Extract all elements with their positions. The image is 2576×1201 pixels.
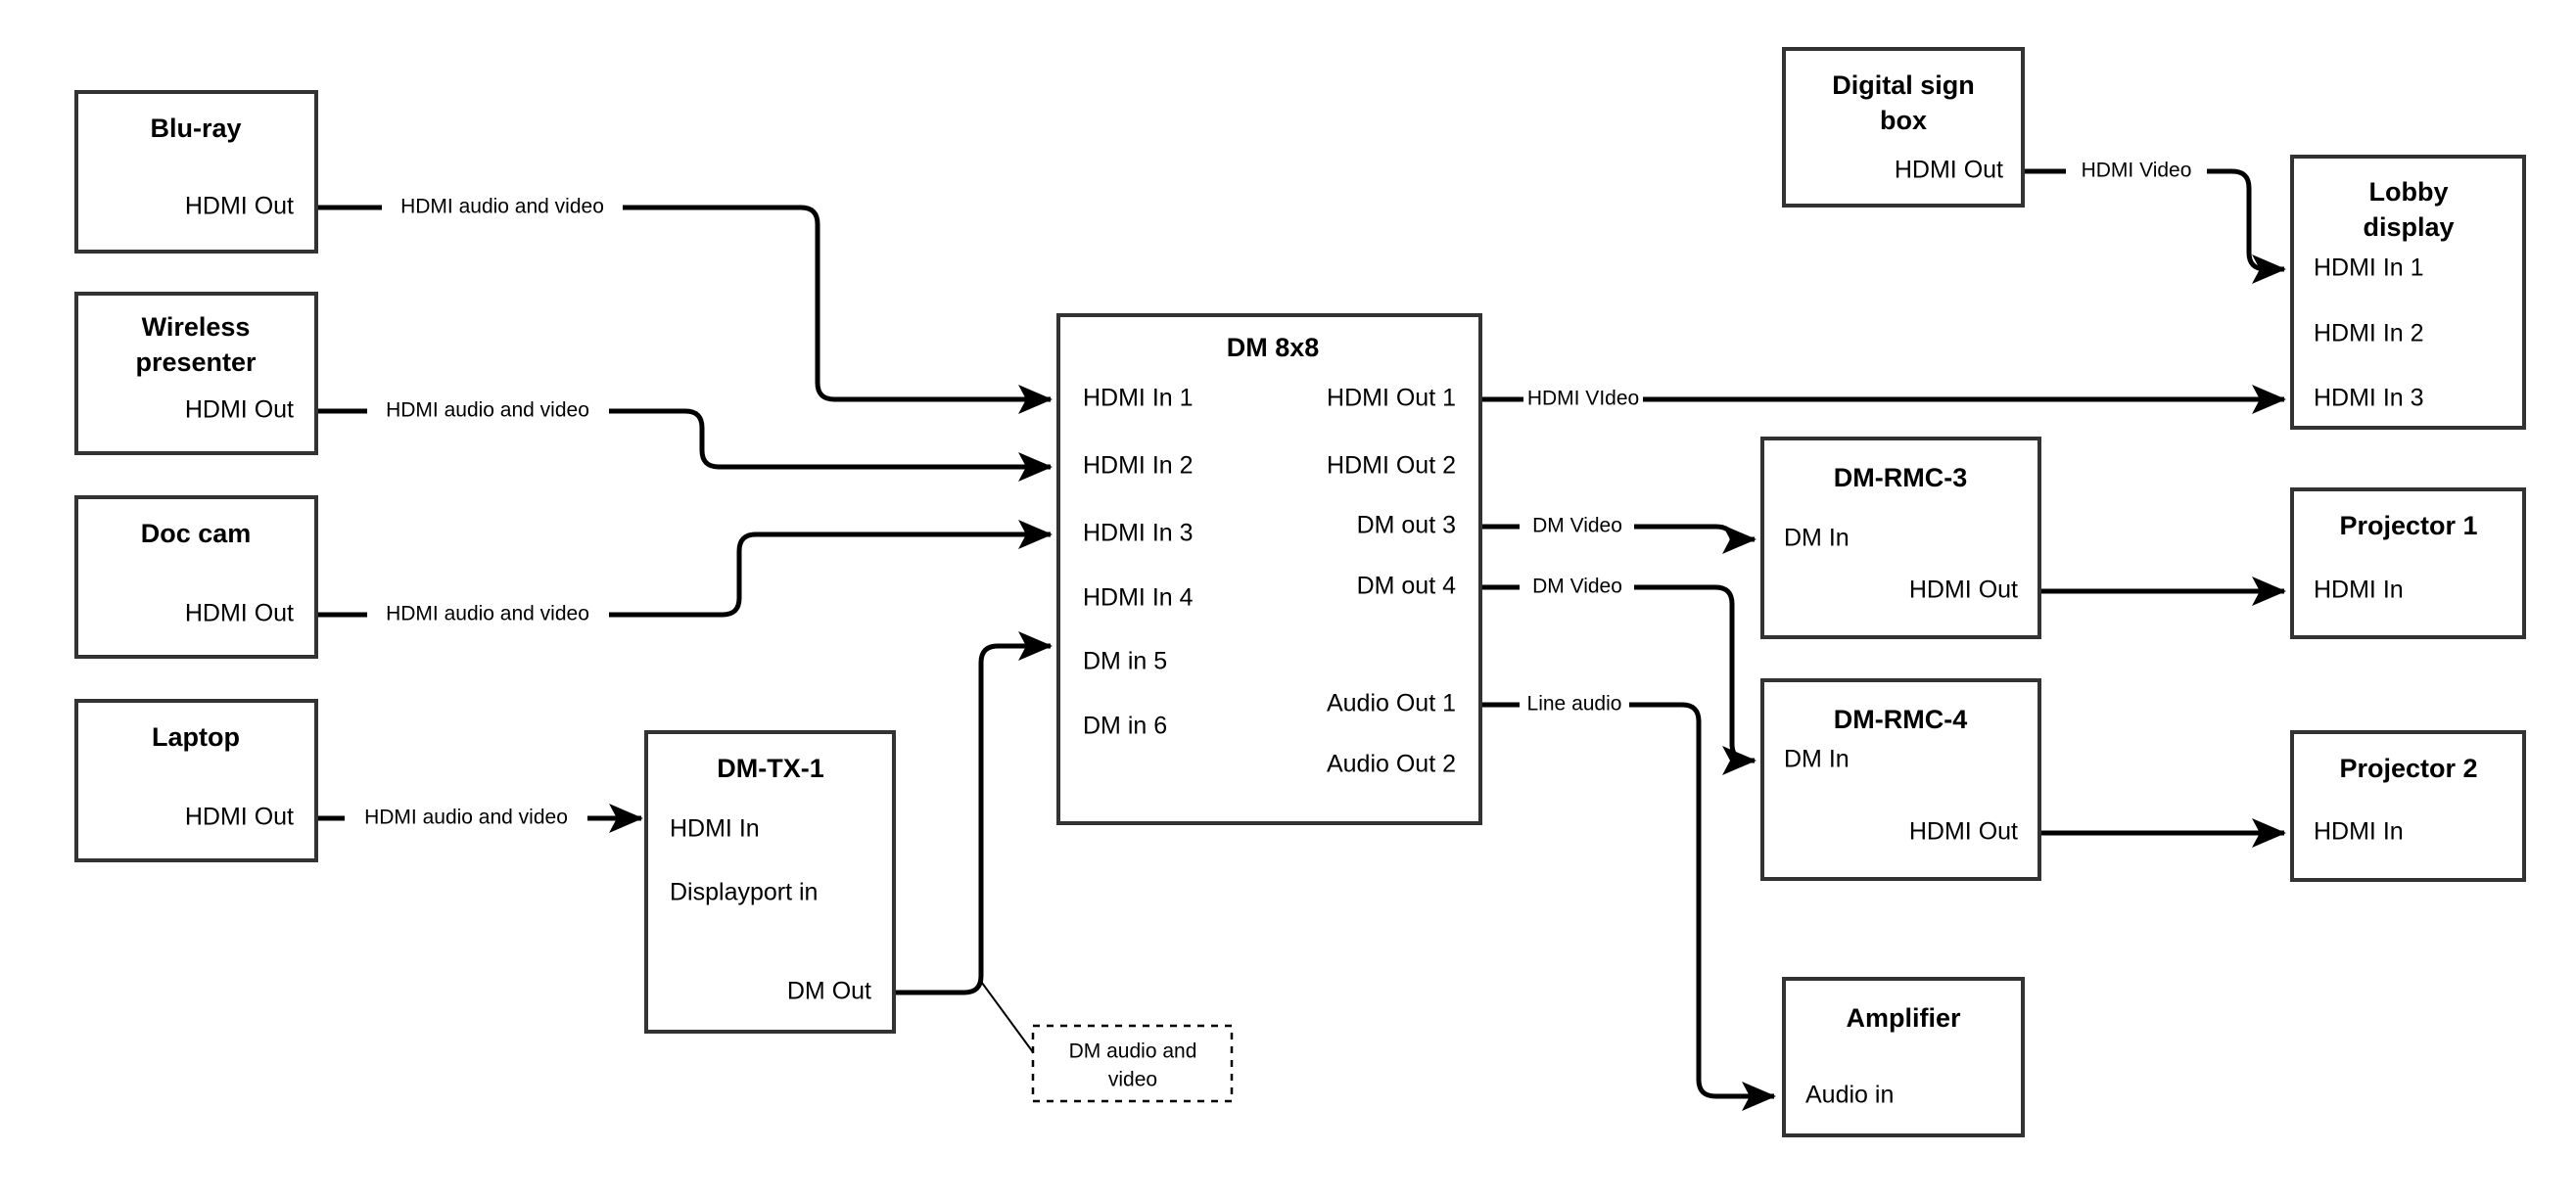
node-doc-cam-box[interactable] [74,495,318,659]
wire-dm8x8-audioout1-to-amplifier: Line audio [1480,693,1777,1111]
node-projector-1-port-hdmi-in: HDMI In [2314,577,2404,604]
node-dm-8x8-output-hdmi-out-2: HDMI Out 2 [1327,452,1456,480]
node-digital-sign-box-title-line2: box [1880,106,1927,135]
node-dm-8x8-input-dm-in-5: DM in 5 [1083,648,1167,675]
wire-bluray-to-dm8x8-hdmi-in-1: HDMI audio and video [316,196,1054,414]
wire-wireless-to-dm8x8-hdmi-in-2: HDMI audio and video [316,399,1054,482]
node-dm-rmc-3[interactable]: DM-RMC-3 DM In HDMI Out [1760,437,2041,639]
node-digital-sign-box[interactable]: Digital sign box HDMI Out [1782,47,2025,208]
node-dm-rmc-3-box[interactable] [1760,437,2041,639]
node-dm-8x8-output-dm-out-3: DM out 3 [1357,512,1456,539]
node-dm-8x8-output-audio-out-2: Audio Out 2 [1327,751,1456,778]
node-doc-cam-title: Doc cam [141,519,252,548]
node-wireless-presenter-port-hdmi-out: HDMI Out [185,396,294,424]
wire-dm8x8-dmout3-to-dmrmc3: DM Video [1480,515,1757,554]
node-lobby-display-input-hdmi-in-1: HDMI In 1 [2314,254,2424,282]
node-lobby-display-input-hdmi-in-3: HDMI In 3 [2314,385,2424,412]
node-digital-sign-box-title-line1: Digital sign [1832,70,1975,100]
node-wireless-presenter-title-line1: Wireless [142,312,251,342]
node-wireless-presenter[interactable]: Wireless presenter HDMI Out [74,292,318,455]
node-projector-2[interactable]: Projector 2 HDMI In [2290,730,2526,882]
node-digital-sign-box-box[interactable] [1782,47,2025,208]
node-dm-8x8-box[interactable] [1056,313,1482,825]
node-dm-8x8[interactable]: DM 8x8 HDMI In 1 HDMI In 2 HDMI In 3 HDM… [1056,313,1482,825]
node-laptop[interactable]: Laptop HDMI Out [74,699,318,862]
node-dm-tx-1-port-hdmi-in: HDMI In [670,815,760,843]
edge-label-hdmiout1-to-lobby: HDMI VIdeo [1527,388,1639,410]
node-dm-8x8-output-hdmi-out-1: HDMI Out 1 [1327,385,1456,412]
node-dm-rmc-4-port-dm-in: DM In [1784,746,1850,773]
node-dm-rmc-4-title: DM-RMC-4 [1834,705,1967,734]
edge-label-audioout1-to-amplifier: Line audio [1527,693,1622,716]
node-bluray[interactable]: Blu-ray HDMI Out [74,90,318,254]
node-bluray-port-hdmi-out: HDMI Out [185,193,294,220]
edge-label-doccam-to-dm8x8: HDMI audio and video [386,603,589,625]
node-dm-tx-1[interactable]: DM-TX-1 HDMI In Displayport in DM Out [644,730,896,1034]
node-wireless-presenter-title-line2: presenter [135,347,257,377]
node-lobby-display-title-line1: Lobby [2369,177,2449,207]
node-dm-8x8-input-dm-in-6: DM in 6 [1083,713,1167,740]
node-doc-cam-port-hdmi-out: HDMI Out [185,600,294,627]
node-projector-1[interactable]: Projector 1 HDMI In [2290,487,2526,639]
callout-dm-audio-and-video-box [1031,1024,1234,1103]
edge-label-dmout3-to-dmrmc3: DM Video [1532,515,1622,537]
node-bluray-box[interactable] [74,90,318,254]
node-projector-1-box[interactable] [2290,487,2526,639]
node-projector-2-title: Projector 2 [2339,754,2477,783]
node-dm-8x8-title: DM 8x8 [1227,333,1320,362]
node-dm-rmc-4[interactable]: DM-RMC-4 DM In HDMI Out [1760,678,2041,881]
node-dm-rmc-3-port-dm-in: DM In [1784,525,1850,552]
node-dm-rmc-4-port-hdmi-out: HDMI Out [1909,818,2018,846]
wire-digitalsign-to-lobby-hdmi-in-1: HDMI Video [2023,160,2287,284]
node-laptop-title: Laptop [152,722,240,752]
node-amplifier-title: Amplifier [1846,1003,1961,1033]
wire-doccam-to-dm8x8-hdmi-in-3: HDMI audio and video [316,520,1054,625]
callout-dm-audio-and-video-line1: DM audio and [1069,1040,1197,1063]
wire-laptop-to-dmtx1-hdmi-in: HDMI audio and video [316,804,644,833]
node-dm-8x8-output-audio-out-1: Audio Out 1 [1327,690,1456,717]
node-wireless-presenter-box[interactable] [74,292,318,455]
callout-dm-audio-and-video-line2: video [1108,1069,1157,1091]
node-dm-rmc-3-title: DM-RMC-3 [1834,463,1967,492]
wire-dm8x8-hdmiout1-to-lobby-hdmi-in-3: HDMI VIdeo [1480,385,2287,414]
node-amplifier[interactable]: Amplifier Audio in [1782,977,2025,1137]
node-amplifier-port-audio-in: Audio in [1805,1082,1894,1109]
node-dm-8x8-output-dm-out-4: DM out 4 [1357,573,1457,600]
node-dm-rmc-4-box[interactable] [1760,678,2041,881]
edge-label-bluray-to-dm8x8: HDMI audio and video [400,196,604,218]
callout-dm-audio-and-video: DM audio and video [1031,1024,1234,1103]
node-laptop-box[interactable] [74,699,318,862]
wire-dmtx1-to-dm8x8-dm-in-5 [894,631,1054,995]
node-dm-tx-1-port-dm-out: DM Out [787,978,871,1005]
node-dm-tx-1-port-displayport-in: Displayport in [670,879,818,906]
node-dm-8x8-input-hdmi-in-4: HDMI In 4 [1083,584,1194,612]
edge-label-digitalsign-to-lobby: HDMI Video [2082,160,2192,182]
edge-label-dmout4-to-dmrmc4: DM Video [1532,576,1622,598]
node-digital-sign-box-port-hdmi-out: HDMI Out [1895,157,2003,184]
node-lobby-display[interactable]: Lobby display HDMI In 1 HDMI In 2 HDMI I… [2290,155,2526,430]
node-projector-2-port-hdmi-in: HDMI In [2314,818,2404,846]
node-dm-tx-1-box[interactable] [644,730,896,1034]
edge-label-laptop-to-dmtx1: HDMI audio and video [364,807,568,829]
node-dm-8x8-input-hdmi-in-1: HDMI In 1 [1083,385,1194,412]
node-projector-1-title: Projector 1 [2339,511,2477,540]
node-dm-8x8-input-hdmi-in-2: HDMI In 2 [1083,452,1194,480]
node-lobby-display-box[interactable] [2290,155,2526,430]
node-laptop-port-hdmi-out: HDMI Out [185,804,294,831]
node-bluray-title: Blu-ray [150,114,241,143]
node-lobby-display-title-line2: display [2363,212,2454,242]
edge-label-wireless-to-dm8x8: HDMI audio and video [386,399,589,422]
node-doc-cam[interactable]: Doc cam HDMI Out [74,495,318,659]
node-dm-tx-1-title: DM-TX-1 [717,754,824,783]
node-dm-rmc-3-port-hdmi-out: HDMI Out [1909,577,2018,604]
wire-dm8x8-dmout4-to-dmrmc4: DM Video [1480,576,1757,775]
node-lobby-display-input-hdmi-in-2: HDMI In 2 [2314,320,2424,347]
node-dm-8x8-input-hdmi-in-3: HDMI In 3 [1083,520,1194,547]
node-projector-2-box[interactable] [2290,730,2526,882]
node-amplifier-box[interactable] [1782,977,2025,1137]
